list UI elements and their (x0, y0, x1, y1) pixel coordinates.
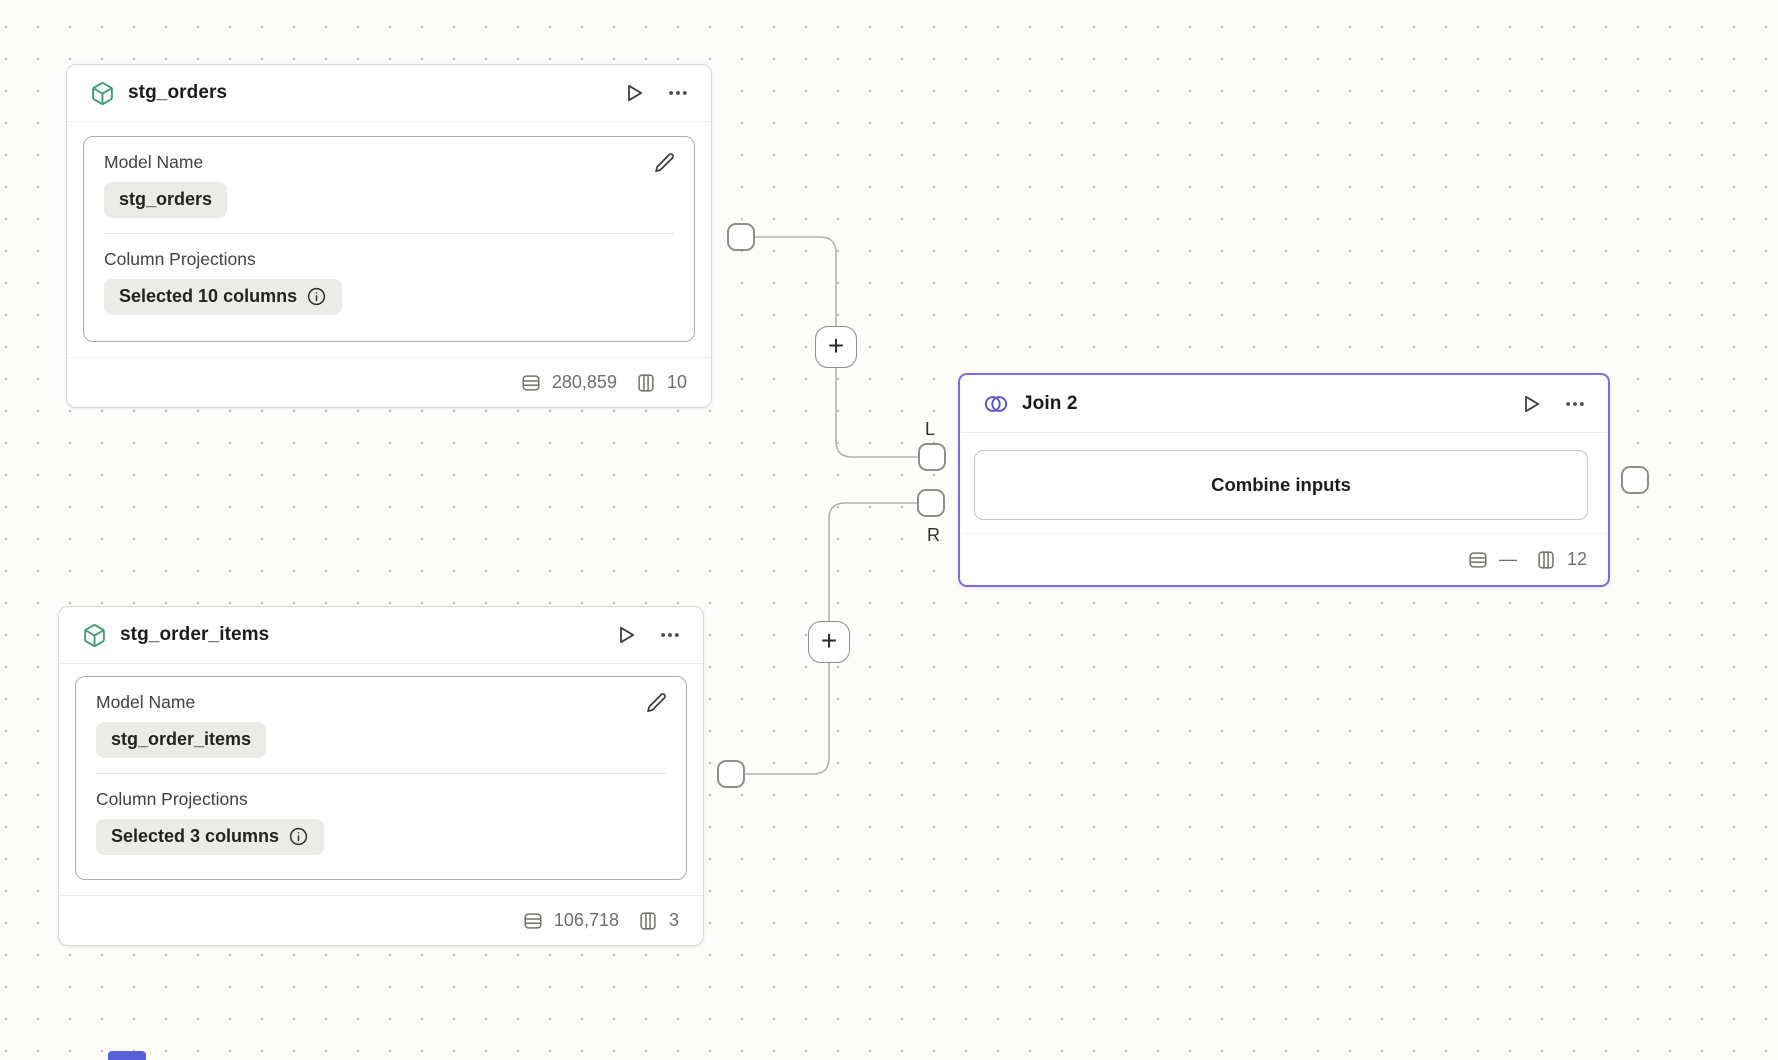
node-stats-footer: 106,718 3 (59, 895, 703, 945)
node-stg-orders[interactable]: stg_orders Model Nam (66, 64, 712, 408)
left-port-label: L (925, 419, 936, 439)
edit-pencil-icon[interactable] (645, 691, 669, 715)
node-title: stg_orders (128, 82, 228, 103)
add-node-on-edge-button[interactable]: + (808, 621, 850, 663)
row-count-stat: 280,859 (520, 372, 617, 394)
port-stg-order-items-output[interactable] (717, 760, 745, 788)
info-icon[interactable] (288, 826, 309, 847)
canvas-scrollbar-thumb[interactable] (108, 1051, 146, 1060)
edit-pencil-icon[interactable] (653, 151, 677, 175)
node-header[interactable]: stg_order_items (59, 607, 703, 664)
column-projections-label: Column Projections (96, 789, 248, 809)
column-count-stat: 3 (637, 910, 679, 932)
card-divider (96, 773, 666, 774)
column-count-stat: 10 (635, 372, 687, 394)
port-join-output[interactable] (1621, 466, 1649, 494)
run-node-button[interactable] (622, 81, 646, 105)
right-port-label: R (927, 525, 940, 545)
port-join-right-input[interactable] (917, 489, 945, 517)
model-config-card: Model Name stg_orders Column Projections… (83, 136, 695, 342)
columns-icon (1538, 550, 1554, 569)
node-header[interactable]: stg_orders (67, 65, 711, 122)
columns-icon (640, 911, 656, 930)
model-name-label: Model Name (104, 152, 204, 172)
more-options-icon[interactable] (1564, 393, 1586, 415)
node-stats-footer: 280,859 10 (67, 357, 711, 407)
venn-join-icon (983, 391, 1009, 417)
node-title: Join 2 (1022, 392, 1078, 414)
column-count-stat: 12 (1535, 549, 1587, 571)
node-stg-order-items[interactable]: stg_order_items Mode (58, 606, 704, 946)
model-config-card: Model Name stg_order_items Column Projec… (75, 676, 687, 880)
column-projections-chip[interactable]: Selected 3 columns (96, 819, 325, 855)
node-header[interactable]: Join 2 (960, 375, 1608, 433)
model-name-label: Model Name (96, 692, 196, 712)
card-divider (104, 233, 674, 234)
more-options-icon[interactable] (667, 82, 689, 104)
column-projections-chip[interactable]: Selected 10 columns (104, 279, 343, 315)
model-name-chip[interactable]: stg_order_items (96, 722, 267, 758)
node-stats-footer: — 12 (960, 533, 1608, 585)
add-node-on-edge-button[interactable]: + (815, 326, 857, 368)
rows-icon (522, 374, 540, 391)
more-options-icon[interactable] (659, 624, 681, 646)
port-join-left-input[interactable] (918, 443, 946, 471)
port-stg-orders-output[interactable] (727, 223, 755, 251)
node-join-2[interactable]: Join 2 Combine inputs (958, 373, 1610, 587)
cube-icon (90, 81, 115, 106)
model-name-chip[interactable]: stg_orders (104, 182, 228, 218)
run-node-button[interactable] (1519, 392, 1543, 416)
combine-inputs-button[interactable]: Combine inputs (974, 450, 1588, 520)
node-title: stg_order_items (120, 624, 270, 645)
row-count-stat: — (1467, 549, 1517, 571)
run-node-button[interactable] (614, 623, 638, 647)
columns-icon (638, 373, 654, 392)
rows-icon (1469, 551, 1487, 568)
cube-icon (82, 623, 107, 648)
row-count-stat: 106,718 (522, 910, 619, 932)
rows-icon (524, 912, 542, 929)
column-projections-label: Column Projections (104, 249, 256, 269)
info-icon[interactable] (306, 286, 327, 307)
